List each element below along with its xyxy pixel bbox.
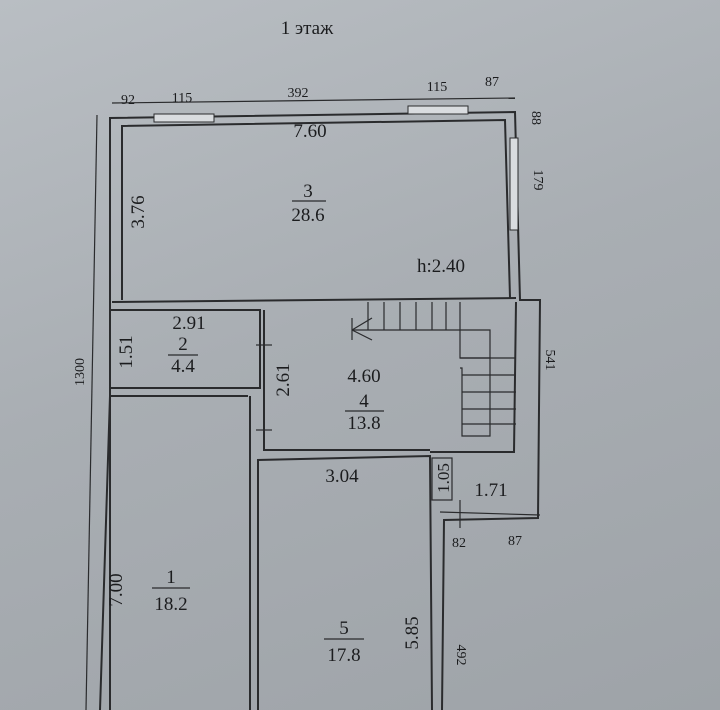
dim-right-179: 179 (530, 170, 545, 191)
dim-right-492: 492 (453, 645, 468, 666)
room-3-depth: 3.76 (128, 195, 149, 228)
outer-wall-upper (109, 110, 542, 710)
room-3-area: 28.6 (291, 205, 324, 226)
top-dimension-line (111, 97, 516, 104)
dim-left-1300: 1300 (73, 358, 88, 386)
room-2-area: 4.4 (171, 356, 195, 377)
room-4-outline (263, 310, 430, 451)
dim-bottom-87: 87 (508, 534, 522, 549)
room-2-depth: 1.51 (116, 335, 137, 368)
room-1-outline (99, 395, 248, 710)
room-3-number: 3 (303, 181, 313, 202)
room-2-outline (109, 309, 261, 389)
room-5-number: 5 (339, 618, 349, 639)
left-dimension-line (85, 114, 98, 710)
staircase (351, 302, 516, 437)
plan-title: 1 этаж (281, 18, 334, 39)
dim-1-71: 1.71 (474, 480, 507, 501)
room-2-width: 2.91 (172, 313, 205, 334)
dim-top-87: 87 (485, 75, 499, 90)
dim-1-05: 1.05 (434, 463, 453, 493)
dim-top-115-right: 115 (427, 80, 447, 95)
dim-right-541: 541 (542, 350, 557, 371)
window-top-right (407, 105, 469, 115)
room-4-number: 4 (359, 391, 369, 412)
room-1-number: 1 (166, 567, 176, 588)
room-5-width: 3.04 (325, 466, 359, 487)
dim-top-92: 92 (121, 93, 135, 108)
room-5-outline (257, 454, 433, 710)
room-4-width: 4.60 (347, 366, 380, 387)
dim-top-115-left: 115 (172, 91, 192, 106)
window-right (509, 137, 519, 231)
dim-top-392: 392 (288, 86, 309, 101)
room-5-depth: 5.85 (402, 616, 423, 649)
room-1-depth: 7.00 (106, 573, 127, 606)
room-5-small-block (431, 457, 453, 501)
room-4-right-wall (430, 301, 517, 453)
room-5-area: 17.8 (327, 645, 360, 666)
window-top-left (153, 113, 215, 123)
room-2-number: 2 (178, 334, 188, 355)
room-3-height: h:2.40 (417, 256, 465, 277)
bottom-small-dim-line (439, 511, 541, 516)
room-4-area: 13.8 (347, 413, 380, 434)
room-1-area: 18.2 (154, 594, 187, 615)
room3-bottom-wall (111, 297, 517, 303)
room-3-width: 7.60 (293, 121, 326, 142)
room-4-depth: 2.61 (273, 363, 294, 396)
dim-bottom-82: 82 (452, 536, 466, 551)
outer-wall-inner-line (121, 118, 511, 300)
dim-right-88: 88 (528, 111, 543, 125)
